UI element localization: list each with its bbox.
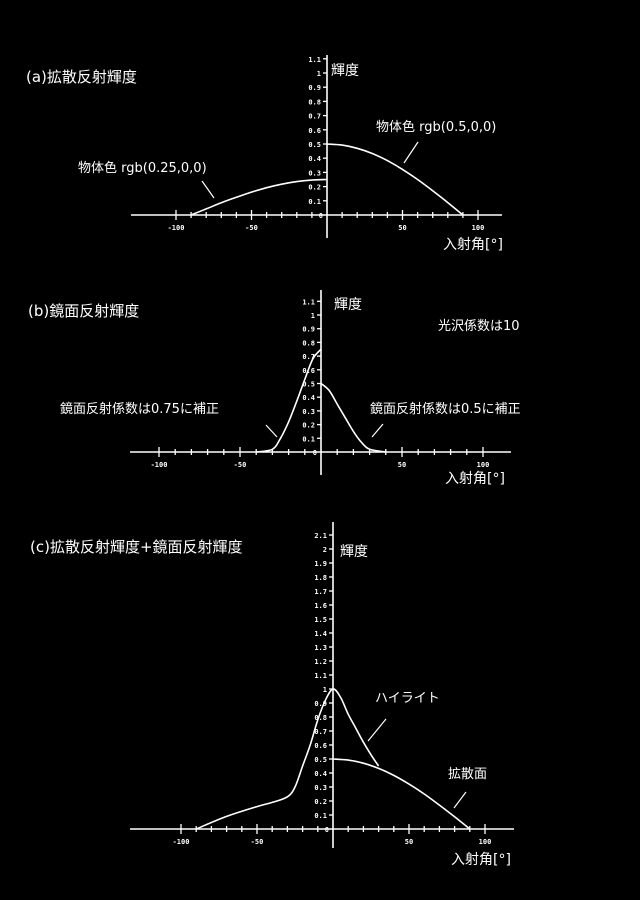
panel-a-y-tick-label: 0.1	[308, 198, 321, 206]
panel-b-title: (b)鏡面反射輝度	[28, 302, 139, 320]
panel-c-x-tick-label: -50	[251, 838, 264, 846]
panel-c-y-tick-label: 1.8	[314, 574, 327, 582]
panel-c-y-tick-label: 1.2	[314, 658, 327, 666]
panel-a-chart: (a)拡散反射輝度 輝度 入射角[°] 物体色 rgb(0.25,0,0) 物体…	[26, 55, 503, 253]
panel-c-y-tick-label: 0.7	[314, 728, 327, 736]
panel-b-y-tick-label: 1.1	[302, 298, 315, 306]
panel-c-y-tick-label: 0.6	[314, 742, 327, 750]
panel-a-y-tick-label-zero: 0	[319, 212, 323, 220]
panel-c-axes: -100-505010000.10.20.30.40.50.60.70.80.9…	[130, 522, 514, 848]
panel-b-y-tick-label: 1	[311, 312, 315, 320]
panel-a-y-label: 輝度	[331, 63, 359, 79]
panel-c-annotation-highlight: ハイライト	[375, 691, 440, 706]
panel-a-series-0-line	[191, 180, 327, 216]
panel-c-leader-diffuse	[454, 792, 466, 808]
panel-a-x-label: 入射角[°]	[443, 237, 503, 253]
panel-c-chart: (c)拡散反射輝度+鏡面反射輝度 輝度 入射角[°] ハイライト 拡散面 -10…	[30, 522, 514, 868]
panel-c-x-tick-label: 100	[479, 838, 492, 846]
panel-c-y-tick-label: 1.1	[314, 672, 327, 680]
panel-a-leader-right	[404, 142, 418, 163]
panel-c-x-label: 入射角[°]	[451, 852, 511, 868]
panel-c-y-tick-label: 1.6	[314, 602, 327, 610]
panel-b-y-tick-label: 0.8	[302, 339, 315, 347]
panel-b-leader-left	[266, 425, 277, 437]
panel-a-y-tick-label: 1.1	[308, 56, 321, 64]
panel-b-y-label: 輝度	[334, 297, 362, 313]
panel-c-y-tick-label: 1.7	[314, 588, 327, 596]
panel-b-x-tick-label: 50	[398, 461, 406, 469]
panel-a-leader-left	[202, 181, 214, 198]
panel-a-y-tick-label: 0.4	[308, 155, 321, 163]
panel-c-y-tick-label: 1.5	[314, 616, 327, 624]
panel-c-x-tick-label: -100	[173, 838, 190, 846]
panel-c-y-tick-label: 0.4	[314, 770, 327, 778]
panel-c-y-tick-label: 1.3	[314, 644, 327, 652]
panel-a-y-tick-label: 0.8	[308, 98, 321, 106]
panel-b-y-tick-label: 0.3	[302, 408, 315, 416]
panel-b-annotation-right: 鏡面反射係数は0.5に補正	[370, 401, 521, 417]
panel-c-y-tick-label: 0.5	[314, 756, 327, 764]
panel-a-series-1-line	[327, 144, 463, 215]
panel-c-x-tick-label: 50	[405, 838, 413, 846]
panel-a-y-tick-label: 0.7	[308, 113, 321, 121]
panel-c-y-tick-label: 2	[323, 546, 327, 554]
panel-c-y-tick-label: 0.2	[314, 798, 327, 806]
panel-c-series-0-line	[196, 689, 378, 829]
panel-a-y-tick-label: 0.5	[308, 141, 321, 149]
panel-c-y-label: 輝度	[340, 544, 368, 560]
panel-b-leader-right	[372, 424, 383, 437]
panel-a-x-tick-label: 50	[398, 224, 406, 232]
panel-a-annotation-left: 物体色 rgb(0.25,0,0)	[78, 160, 207, 176]
panel-b-y-tick-label: 0.1	[302, 435, 315, 443]
panel-b-x-tick-label: -50	[234, 461, 247, 469]
panel-c-y-tick-label-zero: 0	[325, 826, 329, 834]
panel-c-y-tick-label: 0.3	[314, 784, 327, 792]
panel-a-y-tick-label: 1	[317, 70, 321, 78]
panel-b-x-tick-label: -100	[151, 461, 168, 469]
panel-b-y-tick-label: 0.9	[302, 326, 315, 334]
panel-c-y-tick-label: 2.1	[314, 532, 327, 540]
panel-b-x-tick-label: 100	[477, 461, 490, 469]
panel-b-y-tick-label: 0.4	[302, 394, 315, 402]
panel-c-title: (c)拡散反射輝度+鏡面反射輝度	[30, 538, 243, 556]
panel-c-leader-highlight	[368, 719, 386, 741]
panel-b-chart: (b)鏡面反射輝度 輝度 入射角[°] 光沢係数は10 鏡面反射係数は0.75に…	[28, 290, 521, 487]
panel-b-annotation-gloss: 光沢係数は10	[438, 319, 520, 334]
panel-a-y-tick-label: 0.6	[308, 127, 321, 135]
panel-c-y-tick-label: 0.8	[314, 714, 327, 722]
panel-a-x-tick-label: -100	[168, 224, 185, 232]
panel-b-y-tick-label-zero: 0	[313, 449, 317, 457]
panel-c-y-tick-label: 1.4	[314, 630, 327, 638]
panel-b-y-tick-label: 0.2	[302, 422, 315, 430]
panel-b-series-1-line	[321, 384, 386, 453]
panel-c-annotation-diffuse: 拡散面	[448, 767, 487, 782]
panel-a-x-tick-label: 100	[472, 224, 485, 232]
panel-a-title: (a)拡散反射輝度	[26, 68, 137, 86]
panel-b-axes: -100-505010000.10.20.30.40.50.60.70.80.9…	[130, 290, 511, 475]
panel-c-y-tick-label: 1.9	[314, 560, 327, 568]
panel-a-axes: -100 -50 50 100 0 0.1 0.2 0.3 0.4 0.5 0.6 0.7 0.8 0.9…	[131, 55, 502, 238]
panel-a-x-tick-label: -50	[245, 224, 258, 232]
panel-a-y-tick-label: 0.9	[308, 84, 321, 92]
panel-c-y-tick-label: 0.1	[314, 812, 327, 820]
panel-b-x-label: 入射角[°]	[445, 471, 505, 487]
panel-a-y-tick-label: 0.3	[308, 169, 321, 177]
panel-a-annotation-right: 物体色 rgb(0.5,0,0)	[376, 119, 496, 135]
panel-a-y-tick-label: 0.2	[308, 184, 321, 192]
panel-c-y-tick-label: 1	[323, 686, 327, 694]
panel-b-annotation-left: 鏡面反射係数は0.75に補正	[60, 401, 219, 417]
